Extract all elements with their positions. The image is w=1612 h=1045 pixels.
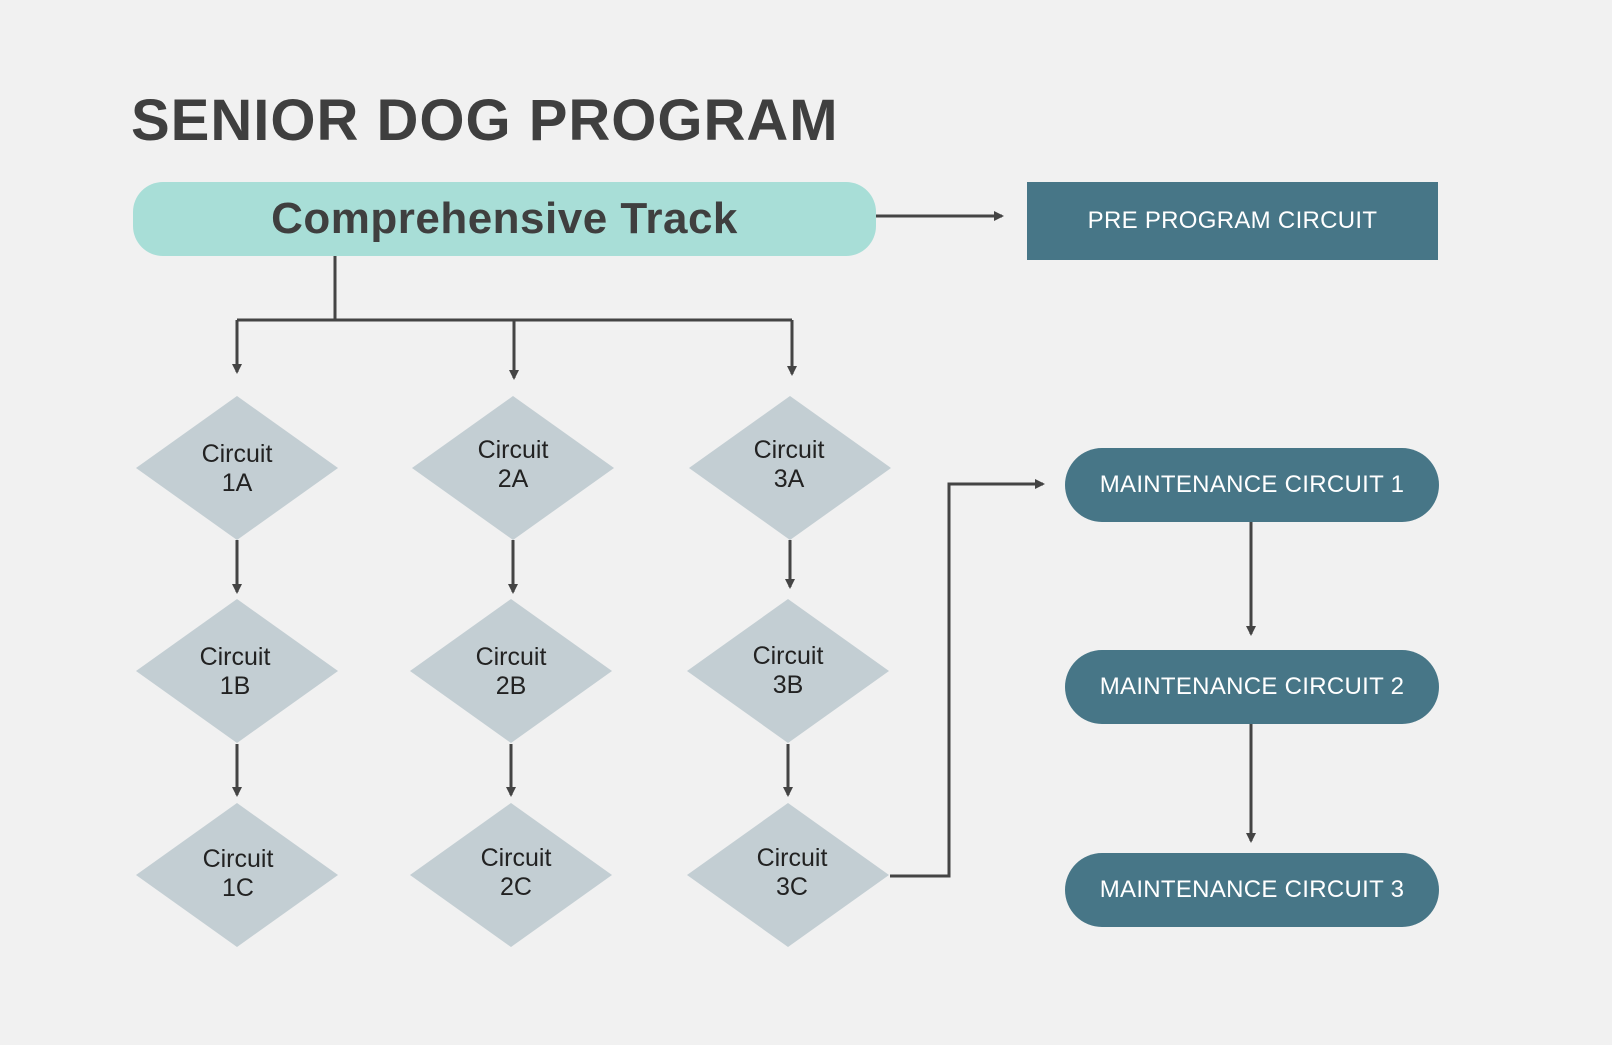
circuit-3b-line1: Circuit — [752, 642, 824, 670]
circuit-2a-line1: Circuit — [477, 436, 549, 464]
circuit-1b-diamond — [136, 599, 338, 743]
circuit-2c-line1: Circuit — [480, 844, 552, 872]
circuit-3b-line2: 3B — [772, 671, 804, 699]
maintenance-circuit-3-node: MAINTENANCE CIRCUIT 3 — [1065, 853, 1439, 927]
circuit-2c-line2: 2C — [500, 873, 532, 901]
circuit-1c-line1: Circuit — [202, 845, 274, 873]
circuit-2b-line1: Circuit — [475, 643, 547, 671]
circuit-3b-diamond — [687, 599, 889, 743]
circuit-2c-label: Circuit 2C — [446, 844, 586, 902]
circuit-3c-line1: Circuit — [756, 844, 828, 872]
circuit-2a-label: Circuit 2A — [443, 436, 583, 494]
circuit-2b-line2: 2B — [495, 672, 527, 700]
connector-3c-to-maint1 — [890, 479, 1045, 878]
pre-program-circuit-node: PRE PROGRAM CIRCUIT — [1027, 182, 1438, 260]
circuit-2a-diamond — [412, 396, 614, 540]
circuit-1c-label: Circuit 1C — [168, 845, 308, 903]
circuit-3a-line2: 3A — [773, 465, 805, 493]
maintenance-circuit-2-node: MAINTENANCE CIRCUIT 2 — [1065, 650, 1439, 724]
circuit-3c-label: Circuit 3C — [722, 844, 862, 902]
circuit-2c-diamond — [410, 803, 612, 947]
circuit-1a-line2: 1A — [221, 469, 253, 497]
circuit-2a-line2: 2A — [497, 465, 529, 493]
circuit-3a-line1: Circuit — [753, 436, 825, 464]
page-title: SENIOR DOG PROGRAM — [131, 88, 839, 153]
maintenance-circuit-1-node: MAINTENANCE CIRCUIT 1 — [1065, 448, 1439, 522]
circuit-1c-diamond — [136, 803, 338, 947]
circuit-1b-line2: 1B — [219, 672, 251, 700]
circuit-1a-diamond — [136, 396, 338, 540]
circuit-3c-line2: 3C — [776, 873, 808, 901]
circuit-3b-label: Circuit 3B — [718, 642, 858, 700]
circuit-1a-line1: Circuit — [201, 440, 273, 468]
circuit-1c-line2: 1C — [222, 874, 254, 902]
circuit-3a-diamond — [689, 396, 891, 540]
comprehensive-track-node: Comprehensive Track — [133, 182, 876, 256]
circuit-2b-label: Circuit 2B — [441, 643, 581, 701]
circuit-2b-diamond — [410, 599, 612, 743]
circuit-1b-label: Circuit 1B — [165, 643, 305, 701]
circuit-3a-label: Circuit 3A — [719, 436, 859, 494]
circuit-1a-label: Circuit 1A — [167, 440, 307, 498]
circuit-3c-diamond — [687, 803, 889, 947]
circuit-1b-line1: Circuit — [199, 643, 271, 671]
